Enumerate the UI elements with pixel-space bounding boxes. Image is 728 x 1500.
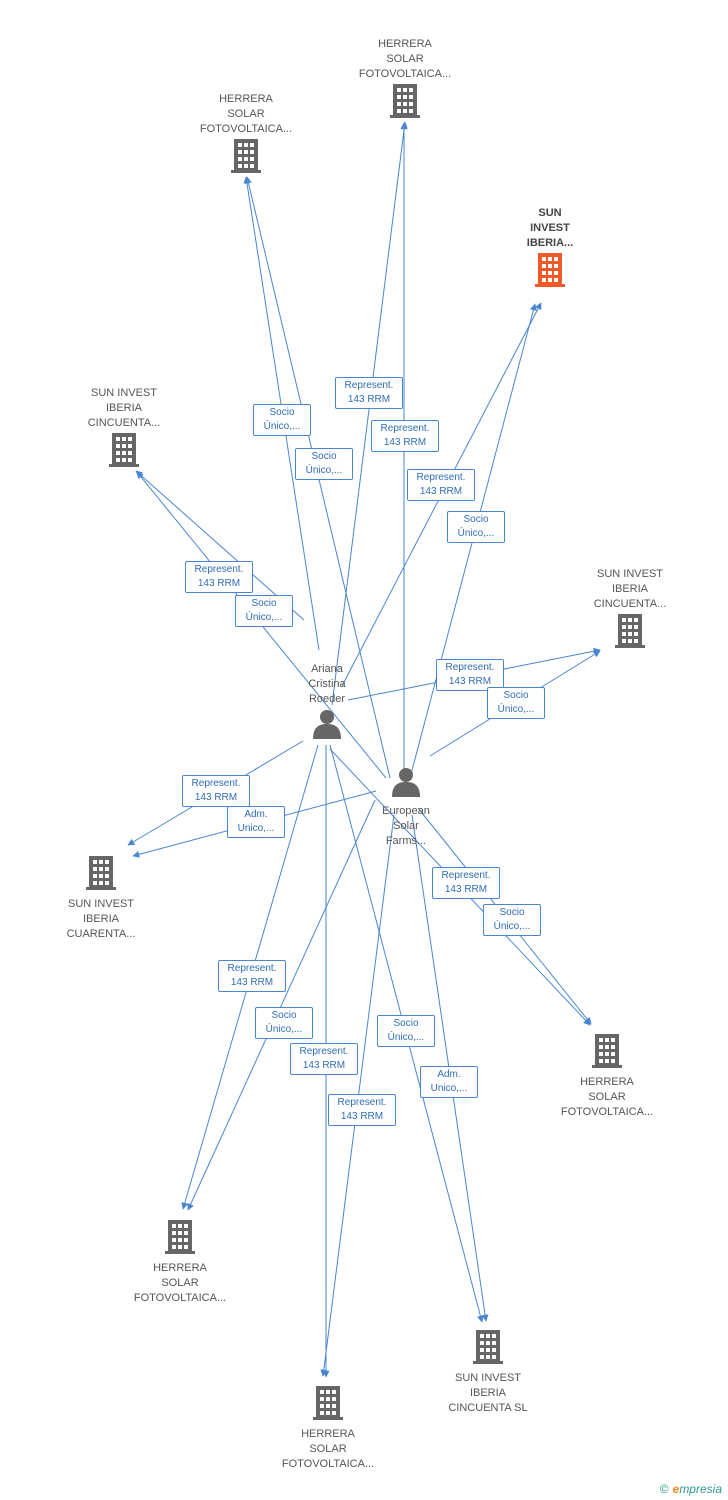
relation-label[interactable]: Adm. Unico,... — [420, 1066, 478, 1098]
building-icon — [485, 253, 615, 292]
person-icon — [262, 709, 392, 744]
building-icon — [181, 139, 311, 178]
company-name: HERRERA SOLAR FOTOVOLTAICA... — [199, 93, 293, 135]
company-node[interactable]: SUN INVEST IBERIA CINCUENTA SL — [423, 1328, 553, 1416]
company-node[interactable]: SUN INVEST IBERIA... — [485, 206, 615, 294]
company-name: SUN INVEST IBERIA CUARENTA... — [66, 898, 136, 940]
company-name: HERRERA SOLAR FOTOVOLTAICA... — [358, 38, 452, 80]
company-name: SUN INVEST IBERIA CINCUENTA... — [87, 387, 161, 429]
relation-label[interactable]: Adm. Unico,... — [227, 806, 285, 838]
empresia-logo-initial: e — [672, 1482, 680, 1496]
company-node[interactable]: SUN INVEST IBERIA CUARENTA... — [36, 854, 166, 942]
person-name: European Solar Farms... — [382, 805, 430, 847]
empresia-logo-text: mpresia — [679, 1482, 722, 1496]
building-icon — [36, 856, 166, 895]
person-node[interactable]: Ariana Cristina Roeder — [262, 662, 392, 746]
relationship-edge — [331, 121, 408, 706]
relation-label[interactable]: Socio Único,... — [377, 1015, 435, 1047]
building-icon — [263, 1386, 393, 1425]
relation-label[interactable]: Represent. 143 RRM — [436, 659, 504, 691]
company-node[interactable]: HERRERA SOLAR FOTOVOLTAICA... — [181, 92, 311, 180]
company-name: SUN INVEST IBERIA CINCUENTA SL — [448, 1372, 528, 1414]
relationship-edge — [187, 799, 376, 1211]
relation-label[interactable]: Socio Único,... — [487, 687, 545, 719]
relation-label[interactable]: Socio Único,... — [447, 511, 505, 543]
company-node[interactable]: SUN INVEST IBERIA CINCUENTA... — [59, 386, 189, 474]
relation-label[interactable]: Socio Único,... — [255, 1007, 313, 1039]
relation-label[interactable]: Represent. 143 RRM — [335, 377, 403, 409]
company-name: SUN INVEST IBERIA CINCUENTA... — [593, 568, 667, 610]
building-icon — [340, 84, 470, 123]
company-node[interactable]: SUN INVEST IBERIA CINCUENTA... — [565, 567, 695, 655]
building-icon — [59, 433, 189, 472]
relation-label[interactable]: Represent. 143 RRM — [182, 775, 250, 807]
company-name: HERRERA SOLAR FOTOVOLTAICA... — [560, 1076, 654, 1118]
relation-label[interactable]: Represent. 143 RRM — [407, 469, 475, 501]
person-name: Ariana Cristina Roeder — [308, 663, 346, 705]
company-node[interactable]: HERRERA SOLAR FOTOVOLTAICA... — [263, 1384, 393, 1472]
relation-label[interactable]: Represent. 143 RRM — [185, 561, 253, 593]
relation-label[interactable]: Represent. 143 RRM — [328, 1094, 396, 1126]
building-icon — [115, 1220, 245, 1259]
building-icon — [542, 1034, 672, 1073]
relation-label[interactable]: Socio Único,... — [235, 595, 293, 627]
company-node[interactable]: HERRERA SOLAR FOTOVOLTAICA... — [542, 1032, 672, 1120]
company-node[interactable]: HERRERA SOLAR FOTOVOLTAICA... — [115, 1218, 245, 1306]
company-name: HERRERA SOLAR FOTOVOLTAICA... — [281, 1428, 375, 1470]
building-icon — [565, 614, 695, 653]
person-icon — [341, 767, 471, 802]
relation-label[interactable]: Socio Único,... — [253, 404, 311, 436]
company-name: SUN INVEST IBERIA... — [526, 207, 574, 249]
copyright-icon: © — [659, 1482, 669, 1496]
relation-label[interactable]: Represent. 143 RRM — [371, 420, 439, 452]
company-node[interactable]: HERRERA SOLAR FOTOVOLTAICA... — [340, 37, 470, 125]
empresia-footer[interactable]: ©empresia — [660, 1482, 722, 1496]
relation-label[interactable]: Socio Único,... — [295, 448, 353, 480]
relation-label[interactable]: Represent. 143 RRM — [290, 1043, 358, 1075]
relation-label[interactable]: Socio Único,... — [483, 904, 541, 936]
building-icon — [423, 1330, 553, 1369]
relation-label[interactable]: Represent. 143 RRM — [432, 867, 500, 899]
person-node[interactable]: European Solar Farms... — [341, 765, 471, 849]
relation-label[interactable]: Represent. 143 RRM — [218, 960, 286, 992]
company-name: HERRERA SOLAR FOTOVOLTAICA... — [133, 1262, 227, 1304]
